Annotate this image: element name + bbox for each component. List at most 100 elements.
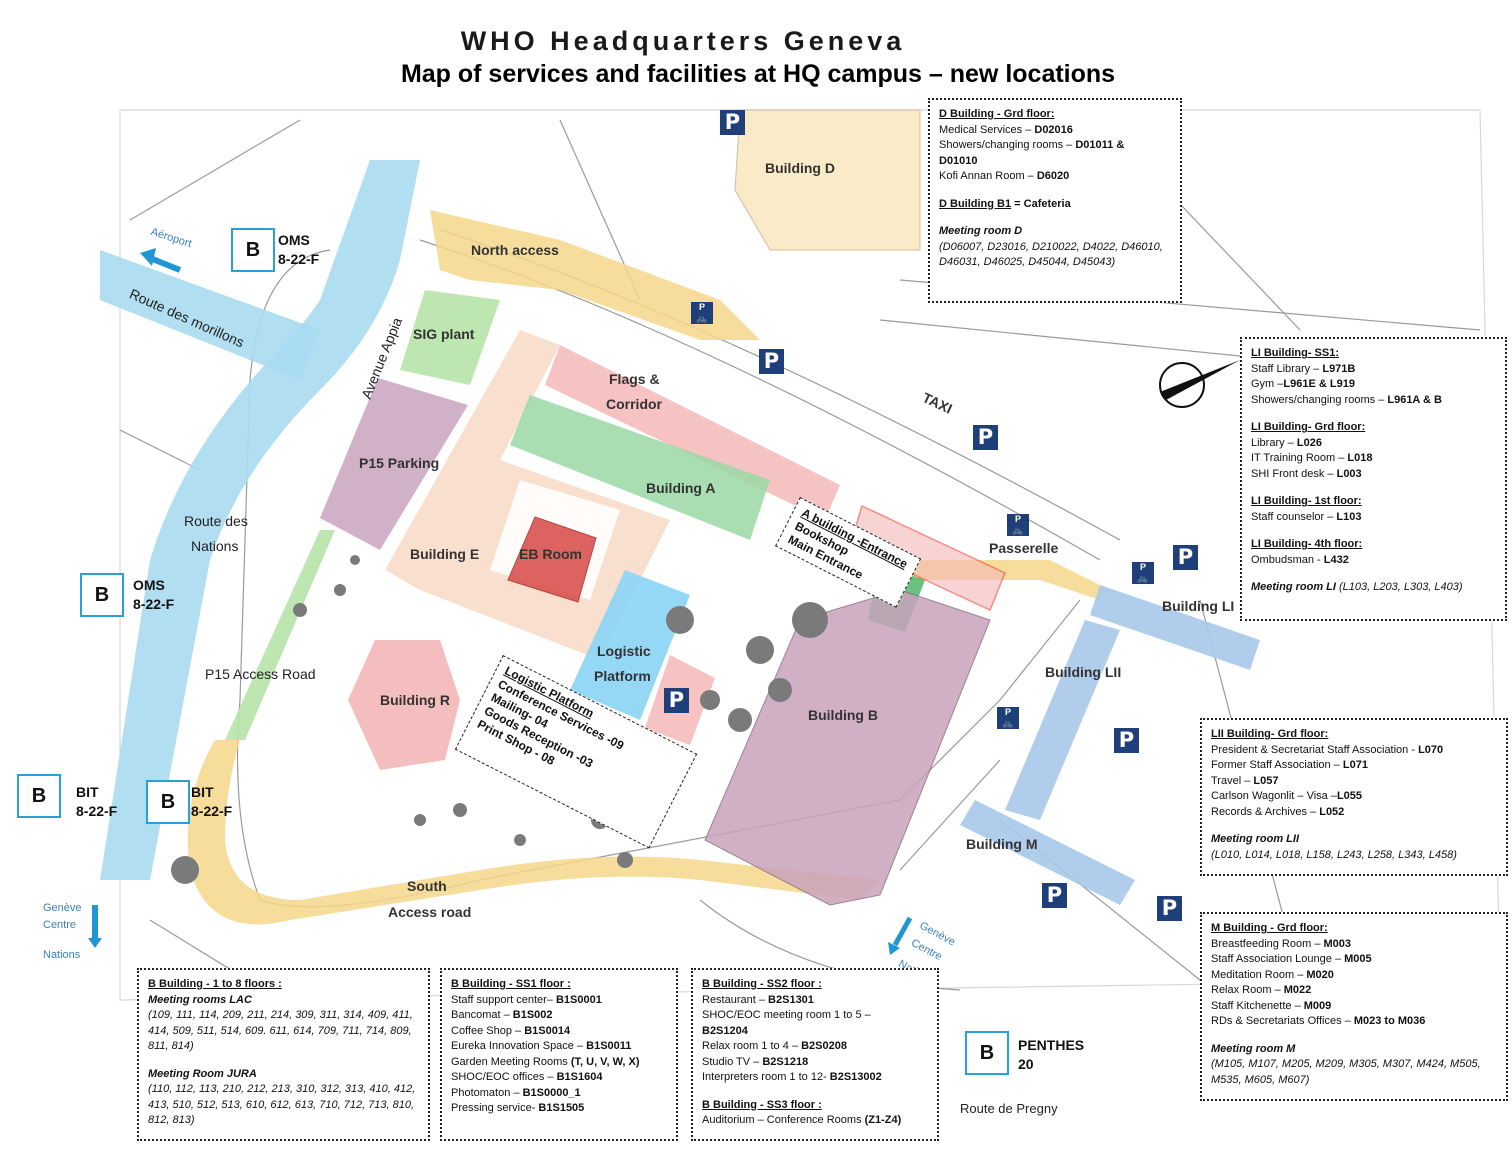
box-row: Studio TV – B2S1218 bbox=[702, 1055, 809, 1068]
box-row: Garden Meeting Rooms (T, U, V, W, X) bbox=[451, 1055, 640, 1068]
north-access-label: North access bbox=[471, 242, 559, 258]
box-row: Showers/changing rooms – L961A & B bbox=[1251, 393, 1442, 406]
box-row: B2S1204 bbox=[702, 1024, 748, 1037]
box-row: SHI Front desk – L003 bbox=[1251, 467, 1362, 480]
route-des-nations-label-1: Route des bbox=[184, 513, 248, 529]
box-row: Ombudsman - L432 bbox=[1251, 553, 1349, 566]
p15-access-road-label: P15 Access Road bbox=[205, 666, 316, 682]
box-row: Gym –L961E & L919 bbox=[1251, 378, 1355, 390]
bus-stop-icon: B bbox=[146, 780, 190, 824]
meeting-room-list: (110, 112, 113, 210, 212, 213, 310, 312,… bbox=[148, 1083, 416, 1126]
box-heading: D Building - Grd floor: bbox=[939, 108, 1055, 120]
parking-icon: P bbox=[720, 110, 745, 135]
parking-icon: P bbox=[759, 349, 784, 374]
building-r-label: Building R bbox=[380, 692, 450, 708]
bike-parking-icon: P🚲 bbox=[691, 302, 713, 324]
box-row: D01010 bbox=[939, 154, 978, 167]
box-row: Showers/changing rooms – D01011 & bbox=[939, 139, 1125, 151]
box-heading: B Building - SS3 floor : bbox=[702, 1098, 822, 1111]
parking-icon: P bbox=[1157, 896, 1182, 921]
box-heading: B Building - SS1 floor : bbox=[451, 978, 571, 990]
meeting-room-heading: Meeting rooms LAC bbox=[148, 993, 252, 1006]
building-r-shape bbox=[348, 640, 460, 770]
green-strip bbox=[225, 530, 335, 740]
logistic-label-2: Platform bbox=[594, 668, 651, 684]
south-label: South bbox=[407, 878, 447, 894]
geneve-label-3: Nations bbox=[43, 949, 81, 961]
p15-parking-label: P15 Parking bbox=[359, 455, 440, 471]
geneve-label-2: Centre bbox=[43, 919, 77, 931]
building-a-label: Building A bbox=[646, 480, 716, 496]
route-des-nations-road bbox=[100, 160, 420, 880]
eb-room-shape bbox=[507, 516, 597, 603]
access-road-label: Access road bbox=[388, 904, 472, 920]
bike-parking-icon: P🚲 bbox=[1007, 514, 1029, 536]
box-row: Staff Association Lounge – M005 bbox=[1211, 953, 1372, 965]
building-d-shape bbox=[734, 109, 921, 251]
bike-parking-icon: P🚲 bbox=[997, 707, 1019, 729]
d-building-info-box: D Building - Grd floor: Medical Services… bbox=[928, 98, 1182, 303]
box-row: Staff counselor – L103 bbox=[1251, 510, 1362, 523]
flags-corridor-shape bbox=[545, 345, 840, 520]
building-m-label: Building M bbox=[966, 836, 1038, 852]
building-li-shape bbox=[1090, 585, 1260, 670]
box-row: IT Training Room – L018 bbox=[1251, 452, 1373, 464]
box-row: Coffee Shop – B1S0014 bbox=[451, 1024, 571, 1037]
box-row: Kofi Annan Room – D6020 bbox=[939, 170, 1070, 182]
box-row: RDs & Secretariats Offices – M023 to M03… bbox=[1211, 1015, 1426, 1027]
box-row: Auditorium – Conference Rooms (Z1-Z4) bbox=[702, 1114, 902, 1126]
box-row: Bancomat – B1S002 bbox=[451, 1009, 553, 1021]
box-row: Breastfeeding Room – M003 bbox=[1211, 937, 1352, 950]
box-row: Photomaton – B1S0000_1 bbox=[451, 1086, 581, 1099]
box-row: Records & Archives – L052 bbox=[1211, 805, 1345, 818]
p15-parking-shape bbox=[320, 378, 468, 550]
meeting-room-heading: Meeting Room JURA bbox=[148, 1067, 257, 1080]
box-row: Eureka Innovation Space – B1S0011 bbox=[451, 1040, 632, 1052]
north-arrow bbox=[1159, 360, 1240, 408]
meeting-room-row: Meeting room LI (L103, L203, L303, L403) bbox=[1251, 581, 1463, 593]
parking-icon: P bbox=[664, 688, 689, 713]
route-de-pregny-label: Route de Pregny bbox=[960, 1101, 1058, 1116]
corridor-label: Corridor bbox=[606, 396, 662, 412]
building-b-label: Building B bbox=[808, 707, 878, 723]
box-row: Restaurant – B2S1301 bbox=[702, 993, 814, 1006]
building-d-label: Building D bbox=[765, 160, 835, 176]
arrow-geneve-east bbox=[892, 916, 913, 947]
b-building-ss2-info-box: B Building - SS2 floor : Restaurant – B2… bbox=[691, 968, 939, 1141]
building-lii-shape bbox=[1005, 620, 1120, 820]
meeting-room-heading: Meeting room D bbox=[939, 225, 1023, 237]
parking-icon: P bbox=[1173, 545, 1198, 570]
meeting-room-list: (M105, M107, M205, M209, M305, M307, M42… bbox=[1211, 1058, 1481, 1086]
bus-stop-icon: B bbox=[965, 1031, 1009, 1075]
box-heading: LI Building- SS1: bbox=[1251, 347, 1339, 359]
box-row: SHOC/EOC meeting room 1 to 5 – bbox=[702, 1009, 871, 1021]
meeting-room-list: (D06007, D23016, D210022, D4022, D46010,… bbox=[939, 240, 1163, 269]
box-row: Medical Services – D02016 bbox=[939, 123, 1073, 136]
building-e-label: Building E bbox=[410, 546, 480, 562]
box-heading: LII Building- Grd floor: bbox=[1211, 728, 1329, 740]
parking-icon: P bbox=[1042, 883, 1067, 908]
box-heading: B Building - SS2 floor : bbox=[702, 978, 822, 990]
lii-building-info-box: LII Building- Grd floor: President & Sec… bbox=[1200, 718, 1508, 876]
box-row: Relax Room – M022 bbox=[1211, 984, 1312, 996]
box-heading: M Building - Grd floor: bbox=[1211, 922, 1328, 934]
bus-stop-icon: B bbox=[231, 228, 275, 272]
li-building-info-box: LI Building- SS1: Staff Library – L971B … bbox=[1240, 337, 1507, 621]
passerelle-label: Passerelle bbox=[989, 540, 1059, 556]
b-building-ss1-info-box: B Building - SS1 floor : Staff support c… bbox=[440, 968, 678, 1141]
geneve-label-1: Genève bbox=[43, 902, 82, 914]
box-row: Staff support center– B1S0001 bbox=[451, 993, 602, 1006]
box-heading: B Building - 1 to 8 floors : bbox=[148, 978, 282, 990]
box-row: Carlson Wagonlit – Visa –L055 bbox=[1211, 790, 1363, 802]
box-heading: LI Building- Grd floor: bbox=[1251, 421, 1366, 433]
route-des-nations-label-2: Nations bbox=[191, 538, 239, 554]
building-lii-label: Building LII bbox=[1045, 664, 1122, 680]
building-a-shape bbox=[510, 395, 770, 540]
box-row: D Building B1 = Cafeteria bbox=[939, 197, 1071, 210]
parking-icon: P bbox=[973, 425, 998, 450]
